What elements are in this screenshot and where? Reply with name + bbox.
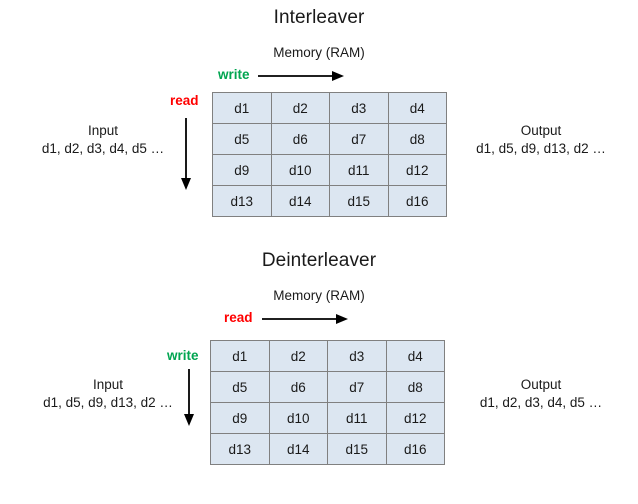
interleaver-memory-cell: d9 <box>212 154 272 186</box>
deinterleaver-memory-cell: d16 <box>385 433 445 465</box>
interleaver-input-label: Input d1, d2, d3, d4, d5 … <box>18 122 188 158</box>
interleaver-title: Interleaver <box>273 7 365 28</box>
deinterleaver-input-label: Input d1, d5, d9, d13, d2 … <box>18 376 198 412</box>
interleaver-output-heading: Output <box>520 123 562 138</box>
deinterleaver-memory-cell: d13 <box>210 433 270 465</box>
deinterleaver-horizontal-arrow-icon <box>262 314 348 324</box>
interleaver-memory-cell: d13 <box>212 185 272 217</box>
interleaver-horizontal-arrow-icon <box>258 71 344 81</box>
interleaver-memory-cell: d2 <box>270 92 330 124</box>
interleaver-input-sequence: d1, d2, d3, d4, d5 … <box>41 141 165 156</box>
interleaver-memory-cell: d3 <box>329 92 389 124</box>
interleaver-memory-cell: d4 <box>387 92 447 124</box>
interleaver-section: Interleaver Memory (RAM) write read Inpu… <box>0 0 638 240</box>
deinterleaver-title: Deinterleaver <box>261 250 377 271</box>
deinterleaver-memory-cell: d2 <box>268 340 328 372</box>
interleaver-memory-cell: d11 <box>329 154 389 186</box>
deinterleaver-section: Deinterleaver Memory (RAM) read write In… <box>0 243 638 504</box>
interleaver-memory-cell: d5 <box>212 123 272 155</box>
interleaver-memory-cell: d6 <box>270 123 330 155</box>
deinterleaver-input-heading: Input <box>92 377 124 392</box>
deinterleaver-memory-cell: d1 <box>210 340 270 372</box>
interleaver-memory-cell: d7 <box>329 123 389 155</box>
deinterleaver-memory-label: Memory (RAM) <box>273 288 365 303</box>
interleaver-output-sequence: d1, d5, d9, d13, d2 … <box>476 141 606 156</box>
deinterleaver-memory-cell: d14 <box>268 433 328 465</box>
deinterleaver-memory-cell: d11 <box>327 402 387 434</box>
interleaver-vertical-arrow-icon <box>181 118 191 190</box>
deinterleaver-output-label: Output d1, d2, d3, d4, d5 … <box>453 376 629 412</box>
deinterleaver-memory-cell: d10 <box>268 402 328 434</box>
interleaver-memory-cell: d15 <box>329 185 389 217</box>
interleaver-memory-cell: d16 <box>387 185 447 217</box>
deinterleaver-memory-cell: d8 <box>385 371 445 403</box>
deinterleaver-output-heading: Output <box>520 377 562 392</box>
deinterleaver-memory-cell: d15 <box>327 433 387 465</box>
deinterleaver-memory-cell: d4 <box>385 340 445 372</box>
deinterleaver-memory-cell: d7 <box>327 371 387 403</box>
interleaver-memory-cell: d12 <box>387 154 447 186</box>
deinterleaver-output-sequence: d1, d2, d3, d4, d5 … <box>479 395 603 410</box>
interleaver-output-label: Output d1, d5, d9, d13, d2 … <box>453 122 629 158</box>
interleaver-memory-cell: d10 <box>270 154 330 186</box>
interleaver-read-label: read <box>170 93 199 108</box>
deinterleaver-memory-cell: d9 <box>210 402 270 434</box>
deinterleaver-memory-cell: d5 <box>210 371 270 403</box>
deinterleaver-memory-cell: d12 <box>385 402 445 434</box>
interleaver-memory-cell: d8 <box>387 123 447 155</box>
deinterleaver-memory-cell: d3 <box>327 340 387 372</box>
deinterleaver-write-label: write <box>167 348 199 363</box>
deinterleaver-vertical-arrow-icon <box>184 369 194 426</box>
interleaver-memory-cell: d14 <box>270 185 330 217</box>
deinterleaver-read-label: read <box>224 310 253 325</box>
interleaver-write-label: write <box>218 67 250 82</box>
deinterleaver-input-sequence: d1, d5, d9, d13, d2 … <box>43 395 173 410</box>
deinterleaver-memory-cell: d6 <box>268 371 328 403</box>
interleaver-memory-cell: d1 <box>212 92 272 124</box>
interleaver-input-heading: Input <box>87 123 119 138</box>
interleaver-memory-label: Memory (RAM) <box>273 45 365 60</box>
